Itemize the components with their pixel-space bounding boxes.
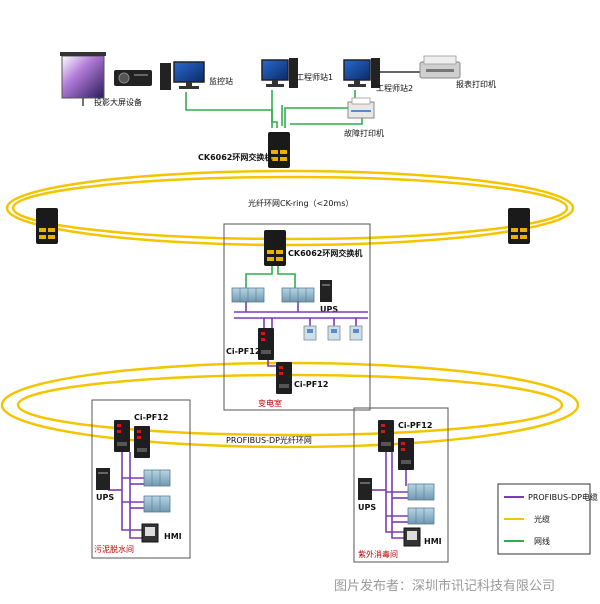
uv-room-label: 紫外消毒间	[358, 549, 398, 559]
legend-fiber-label: 光缆	[534, 514, 550, 524]
engineer-station-1-icon	[261, 58, 298, 88]
report-printer-icon	[419, 55, 461, 79]
uv-pf12-b-icon	[398, 438, 414, 470]
sludge-pf12-b-icon	[134, 426, 150, 458]
ring-switch-right-icon	[508, 208, 530, 244]
report-printer-label: 报表打印机	[456, 79, 496, 89]
uv-hmi-icon	[403, 527, 421, 547]
watermark-text: 图片发布者：深圳市讯记科技有限公司	[334, 578, 555, 594]
engineer-station-2-icon	[343, 58, 380, 88]
core-switch-icon	[268, 132, 290, 168]
uv-pf12-label: Ci-PF12	[398, 421, 432, 430]
sludge-room-label: 污泥脱水间	[94, 544, 134, 554]
profibus-ring-label: PROFIBUS-DP光纤环网	[226, 435, 312, 445]
sludge-hmi-icon	[141, 523, 159, 543]
substation-box	[223, 223, 371, 411]
substation-switch-label: CK6062环网交换机	[288, 248, 362, 258]
sludge-ups-label: UPS	[96, 493, 114, 502]
uv-plc-2-icon	[407, 507, 435, 525]
sludge-pf12-label: Ci-PF12	[134, 413, 168, 422]
substation-switch-icon	[264, 230, 286, 266]
projector-screen-icon	[60, 52, 106, 106]
projector-icon	[114, 70, 152, 86]
engineer-station-1-label: 工程师站1	[296, 72, 333, 82]
substation-plc-2-icon	[281, 287, 315, 303]
core-switch-label: CK6062环网交换机	[198, 152, 272, 162]
sludge-hmi-label: HMI	[164, 532, 182, 541]
fault-printer-label: 故障打印机	[344, 128, 384, 138]
substation-io-2-icon	[327, 325, 341, 341]
uv-profibus-lines	[372, 452, 408, 539]
legend-ethernet-label: 网线	[534, 536, 550, 546]
substation-pf12-b-label: Ci-PF12	[294, 380, 328, 389]
ethernet-lines-control	[185, 90, 363, 128]
fault-printer-icon	[347, 97, 375, 119]
monitor-station-icon	[160, 61, 205, 90]
uv-hmi-label: HMI	[424, 537, 442, 546]
fiber-ring-outer	[5, 169, 575, 247]
sludge-ups-icon	[96, 468, 110, 490]
fiber-ring-label: 光纤环网CK-ring（<20ms）	[248, 198, 353, 208]
substation-pf12-b-icon	[276, 362, 292, 394]
uv-ups-label: UPS	[358, 503, 376, 512]
projector-label: 投影大屏设备	[94, 97, 142, 107]
substation-profibus-lines	[234, 302, 368, 372]
substation-ups-icon	[320, 280, 332, 302]
sludge-plc-1-icon	[143, 469, 171, 487]
monitor-station-label: 监控站	[209, 76, 233, 86]
substation-io-3-icon	[349, 325, 363, 341]
substation-pf12-a-icon	[258, 328, 274, 360]
uv-ups-icon	[358, 478, 372, 500]
substation-ethernet-lines	[245, 266, 296, 288]
legend-profibus-label: PROFIBUS-DP电缆	[528, 492, 598, 502]
fiber-ring-inner	[11, 175, 569, 241]
sludge-pf12-a-icon	[114, 420, 130, 452]
sludge-plc-2-icon	[143, 495, 171, 513]
substation-ups-label: UPS	[320, 305, 338, 314]
uv-room-box	[353, 407, 449, 563]
uv-pf12-a-icon	[378, 420, 394, 452]
ring-switch-left-icon	[36, 208, 58, 244]
sludge-room-box	[91, 399, 191, 559]
substation-plc-1-icon	[231, 287, 265, 303]
substation-pf12-a-label: Ci-PF12	[226, 347, 260, 356]
substation-io-1-icon	[303, 325, 317, 341]
engineer-station-2-label: 工程师站2	[376, 83, 413, 93]
substation-room-label: 变电室	[258, 398, 282, 408]
sludge-profibus-lines	[108, 452, 144, 539]
uv-plc-1-icon	[407, 483, 435, 501]
